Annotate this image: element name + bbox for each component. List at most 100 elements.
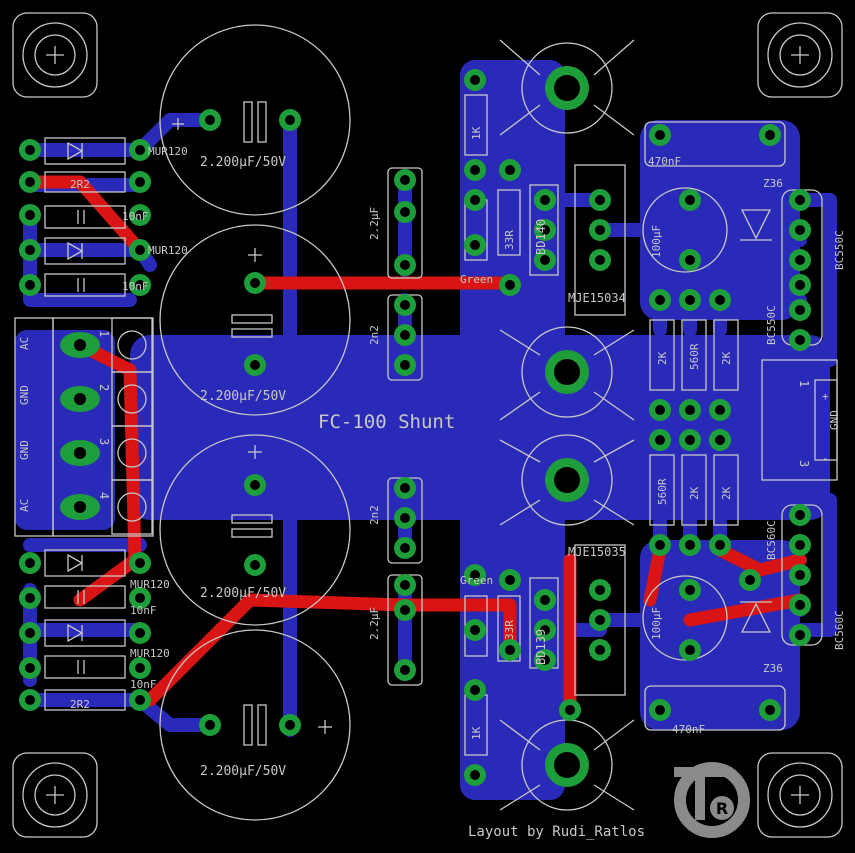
drill-hole [795,510,805,520]
drill-hole [655,295,665,305]
drill-hole [655,435,665,445]
top-trace [713,543,807,577]
drill-hole [540,195,550,205]
drill-hole [505,645,515,655]
capacitor-outline [159,224,351,416]
silk-label-bc560a: BC560C [765,520,778,560]
silk-label-t4: AC [18,499,31,512]
drill-hole [554,359,580,385]
drill-hole [685,645,695,655]
silkscreen-labels: 2.200µF/50V2.200µF/50V2.200µF/50V2.200µF… [18,126,846,840]
central-copper-pour [130,335,830,520]
drill-hole [595,255,605,265]
drill-hole [765,130,775,140]
terminal-block-outline [14,317,154,537]
drill-hole [470,625,480,635]
mounting-holes [12,12,843,838]
silk-label-r2: 2R2 [70,698,90,711]
drill-hole [685,540,695,550]
drill-hole [74,339,86,351]
silk-label-c470a: 470nF [648,155,681,168]
silk-label-d3: MUR120 [130,578,170,591]
drill-hole [285,720,295,730]
drill-hole [25,210,35,220]
drill-hole [74,447,86,459]
drill-hole [400,580,410,590]
board-title: FC-100 Shunt [318,411,455,433]
drill-hole [505,165,515,175]
drill-hole [795,540,805,550]
drill-hole [685,585,695,595]
drill-hole [400,513,410,523]
silk-label-t2: GND [18,385,31,405]
designer-logo: R [674,762,750,838]
drill-hole [25,177,35,187]
drill-hole [595,195,605,205]
drill-hole [135,558,145,568]
silk-label-rb: 560R [688,343,701,370]
silk-label-o4: - [822,452,829,465]
silk-label-c1: 10nF [122,210,149,223]
drill-hole [135,280,145,290]
silk-label-bc550b: BC550C [765,305,778,345]
top-trace [143,593,517,707]
silk-label-c3: 10nF [130,604,157,617]
silk-label-bc550a: BC550C [833,230,846,270]
drill-hole [135,177,145,187]
mounting-hole [12,752,98,838]
drill-hole [400,665,410,675]
drill-hole [685,295,695,305]
mounting-hole [757,752,843,838]
drill-hole [540,625,550,635]
drill-hole [25,245,35,255]
silk-label-r33b: 33R [503,620,516,640]
drill-hole [135,663,145,673]
silk-label-r33a: 33R [503,230,516,250]
drill-hole [470,165,480,175]
drill-hole [685,195,695,205]
drill-hole [470,195,480,205]
drill-hole [554,75,580,101]
drill-hole [795,305,805,315]
drill-hole [400,175,410,185]
silk-label-cap2: 2.200µF/50V [200,389,286,404]
top-trace [23,175,147,257]
drill-hole [505,575,515,585]
drill-hole [25,593,35,603]
capacitor-outline [159,24,351,216]
silk-label-cm1: 2.2µF [368,207,381,240]
silk-label-re: 2K [688,486,701,500]
silk-label-o3: GND [828,410,841,430]
silk-label-rd: 560R [656,478,669,505]
drill-hole [715,295,725,305]
drill-hole [795,225,805,235]
drill-hole [685,255,695,265]
silk-label-cm2: 2n2 [368,325,381,345]
silk-label-o1: 1 [797,380,811,387]
silk-label-t3: GND [18,440,31,460]
drill-hole [400,483,410,493]
drill-hole [470,240,480,250]
drill-hole [685,435,695,445]
drill-hole [540,225,550,235]
drill-hole [470,685,480,695]
drill-hole [715,405,725,415]
silk-label-ra: 2K [656,351,669,365]
heatsink-outline [499,39,635,811]
drill-hole [795,280,805,290]
silk-label-c470b: 470nF [672,723,705,736]
silk-label-n3: 3 [97,438,111,445]
drill-hole [25,663,35,673]
silk-label-d4: MUR120 [130,647,170,660]
drill-hole [205,115,215,125]
silk-label-cap3: 2.200µF/50V [200,586,286,601]
capacitor-outline [159,434,351,626]
drill-hole [715,435,725,445]
drill-hole [135,210,145,220]
silk-label-d2: MUR120 [148,244,188,257]
drill-hole [250,278,260,288]
drill-hole [655,130,665,140]
drill-hole [400,360,410,370]
drill-hole [795,255,805,265]
mounting-hole [12,12,98,98]
